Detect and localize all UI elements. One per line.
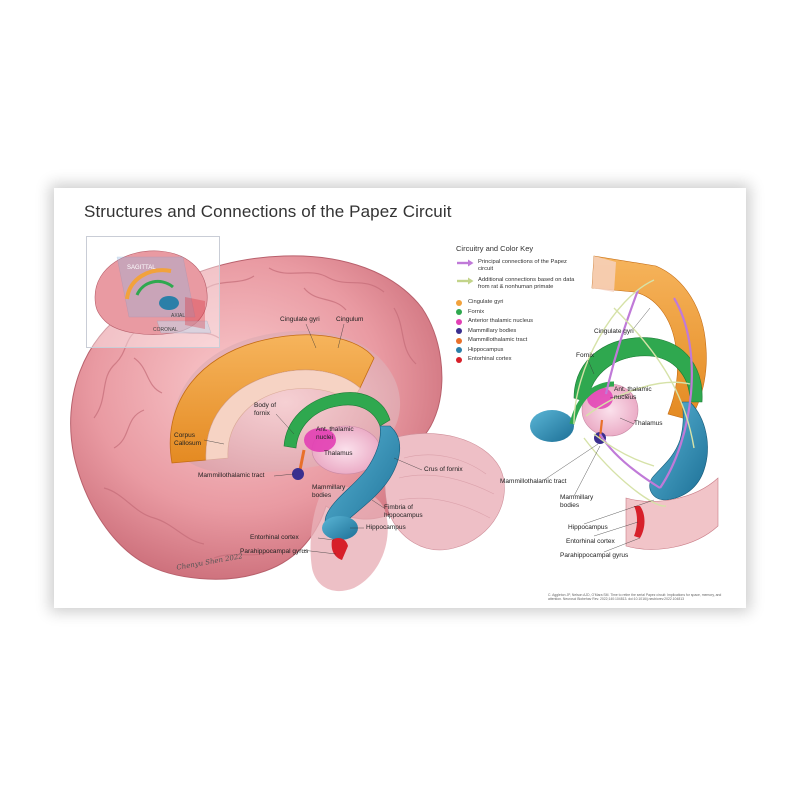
key-item-label: Entorhinal cortex [468,356,512,363]
right-label-thalamus: Thalamus [634,420,663,428]
label-body-of-fornix: Body of fornix [254,402,288,417]
inset-coronal-label: CORONAL [153,327,178,335]
label-ant-thalamic-nuclei: Ant. thalamic nuclei [316,426,360,441]
key-title: Circuitry and Color Key [456,244,596,253]
label-crus-of-fornix: Crus of fornix [424,466,463,474]
orientation-inset: SAGITTAL AXIAL CORONAL [86,236,220,348]
right-label-parahippocampal-gyrus: Parahippocampal gyrus [560,552,628,560]
key-item-cingulate: Cingulate gyri [456,299,596,306]
right-label-ant-thalamic-nucleus: Ant. thalamic nucleus [614,386,654,401]
right-label-hippocampus: Hippocampus [568,524,608,532]
right-label-mammillary-bodies: Mammillary bodies [560,494,600,509]
inset-sagittal-label: SAGITTAL [127,265,156,273]
right-label-entorhinal-cortex: Entorhinal cortex [566,538,615,546]
label-cingulate-gyri: Cingulate gyri [280,316,320,324]
orange-dot-icon [456,300,462,306]
label-fimbria-of-hippocampus: Fimbria of hippocampus [384,504,436,519]
magenta-dot-icon [456,319,462,325]
label-parahippocampal-gyrus: Parahippocampal gyrus [240,548,308,556]
key-item-label: Mammillary bodies [468,328,516,335]
key-principal-connection: Principal connections of the Papez circu… [456,259,596,273]
right-label-cingulate-gyri: Cingulate gyri [594,328,634,336]
hippocampus-left-right [530,410,574,442]
inset-axial-label: AXIAL [171,313,185,321]
key-principal-label: Principal connections of the Papez circu… [478,259,578,273]
cerebellum [385,433,505,550]
key-item-label: Cingulate gyri [468,299,503,306]
label-entorhinal-cortex: Entorhinal cortex [250,534,299,542]
key-item-label: Hippocampus [468,347,503,354]
key-item-label: Mammillothalamic tract [468,337,527,344]
key-item-entorhinal: Entorhinal cortex [456,356,596,363]
label-mammillary-bodies: Mammillary bodies [312,484,352,499]
label-thalamus: Thalamus [324,450,353,458]
key-item-hippocampus: Hippocampus [456,347,596,354]
key-item-label: Anterior thalamic nucleus [468,318,533,325]
key-additional-connection: Additional connections based on data fro… [456,277,596,291]
key-item-mammillothalamic: Mammillothalamic tract [456,337,596,344]
poster: Structures and Connections of the Papez … [54,188,746,608]
label-hippocampus: Hippocampus [366,524,406,532]
purple-arrow-icon [456,259,474,267]
citation: C. Aggleton JP, Nelson AJD, O'Mara SM. T… [548,593,734,601]
label-cingulum: Cingulum [336,316,363,324]
key-item-anterior-thalamic: Anterior thalamic nucleus [456,318,596,325]
label-corpus-callosum: Corpus Callosum [174,432,208,447]
key-item-mammillary: Mammillary bodies [456,328,596,335]
color-key: Circuitry and Color Key Principal connec… [456,244,596,366]
navy-dot-icon [456,328,462,334]
right-label-fornix: Fornix [576,352,594,360]
label-mammillothalamic-tract: Mammillothalamic tract [198,472,264,480]
green-dot-icon [456,309,462,315]
red-dot-icon [456,357,462,363]
orange-red-dot-icon [456,338,462,344]
green-arrow-icon [456,277,474,285]
key-additional-label: Additional connections based on data fro… [478,277,578,291]
right-label-mammillothalamic-tract: Mammillothalamic tract [500,478,566,486]
key-item-label: Fornix [468,309,484,316]
key-item-fornix: Fornix [456,309,596,316]
teal-dot-icon [456,347,462,353]
